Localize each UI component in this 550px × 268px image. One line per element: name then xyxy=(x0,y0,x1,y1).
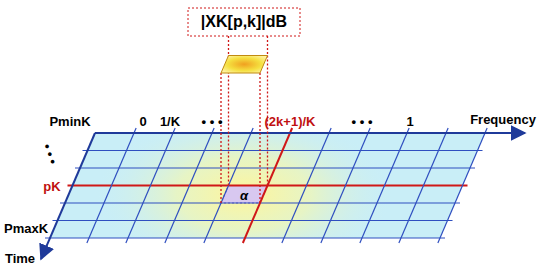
projection-lines xyxy=(221,36,268,203)
tick-label: 0 xyxy=(139,115,146,128)
frequency-axis xyxy=(95,132,525,134)
time-index-label: pK xyxy=(43,180,60,193)
magnitude-frame xyxy=(188,8,300,36)
axis-label: Frequency xyxy=(470,113,536,126)
magnitude-tile xyxy=(221,56,268,74)
tick-label: 1 xyxy=(406,115,413,128)
axis-label: Time xyxy=(5,252,35,265)
time-min-label: PminK xyxy=(49,115,90,128)
tick-label: (2k+1)/K xyxy=(265,115,316,128)
grid-column-line xyxy=(360,128,409,243)
grid-column-line xyxy=(399,128,448,243)
grid-lines xyxy=(45,128,487,243)
grid-column-line xyxy=(126,128,175,243)
ellipsis: • • • xyxy=(352,115,373,128)
cell-symbol: α xyxy=(240,189,248,202)
grid-column-line xyxy=(282,128,331,243)
ellipsis: • • • xyxy=(202,115,223,128)
grid-column-line xyxy=(165,128,214,243)
magnitude-label: |XK[p,k]|dB xyxy=(201,14,287,30)
grid-column-line xyxy=(321,128,370,243)
tick-label: 1/K xyxy=(160,115,180,128)
ellipsis: • • • xyxy=(40,142,59,166)
time-axis xyxy=(41,133,95,259)
grid-column-line xyxy=(438,128,487,243)
time-max-label: PmaxK xyxy=(4,222,48,235)
grid-column-line xyxy=(87,128,136,243)
